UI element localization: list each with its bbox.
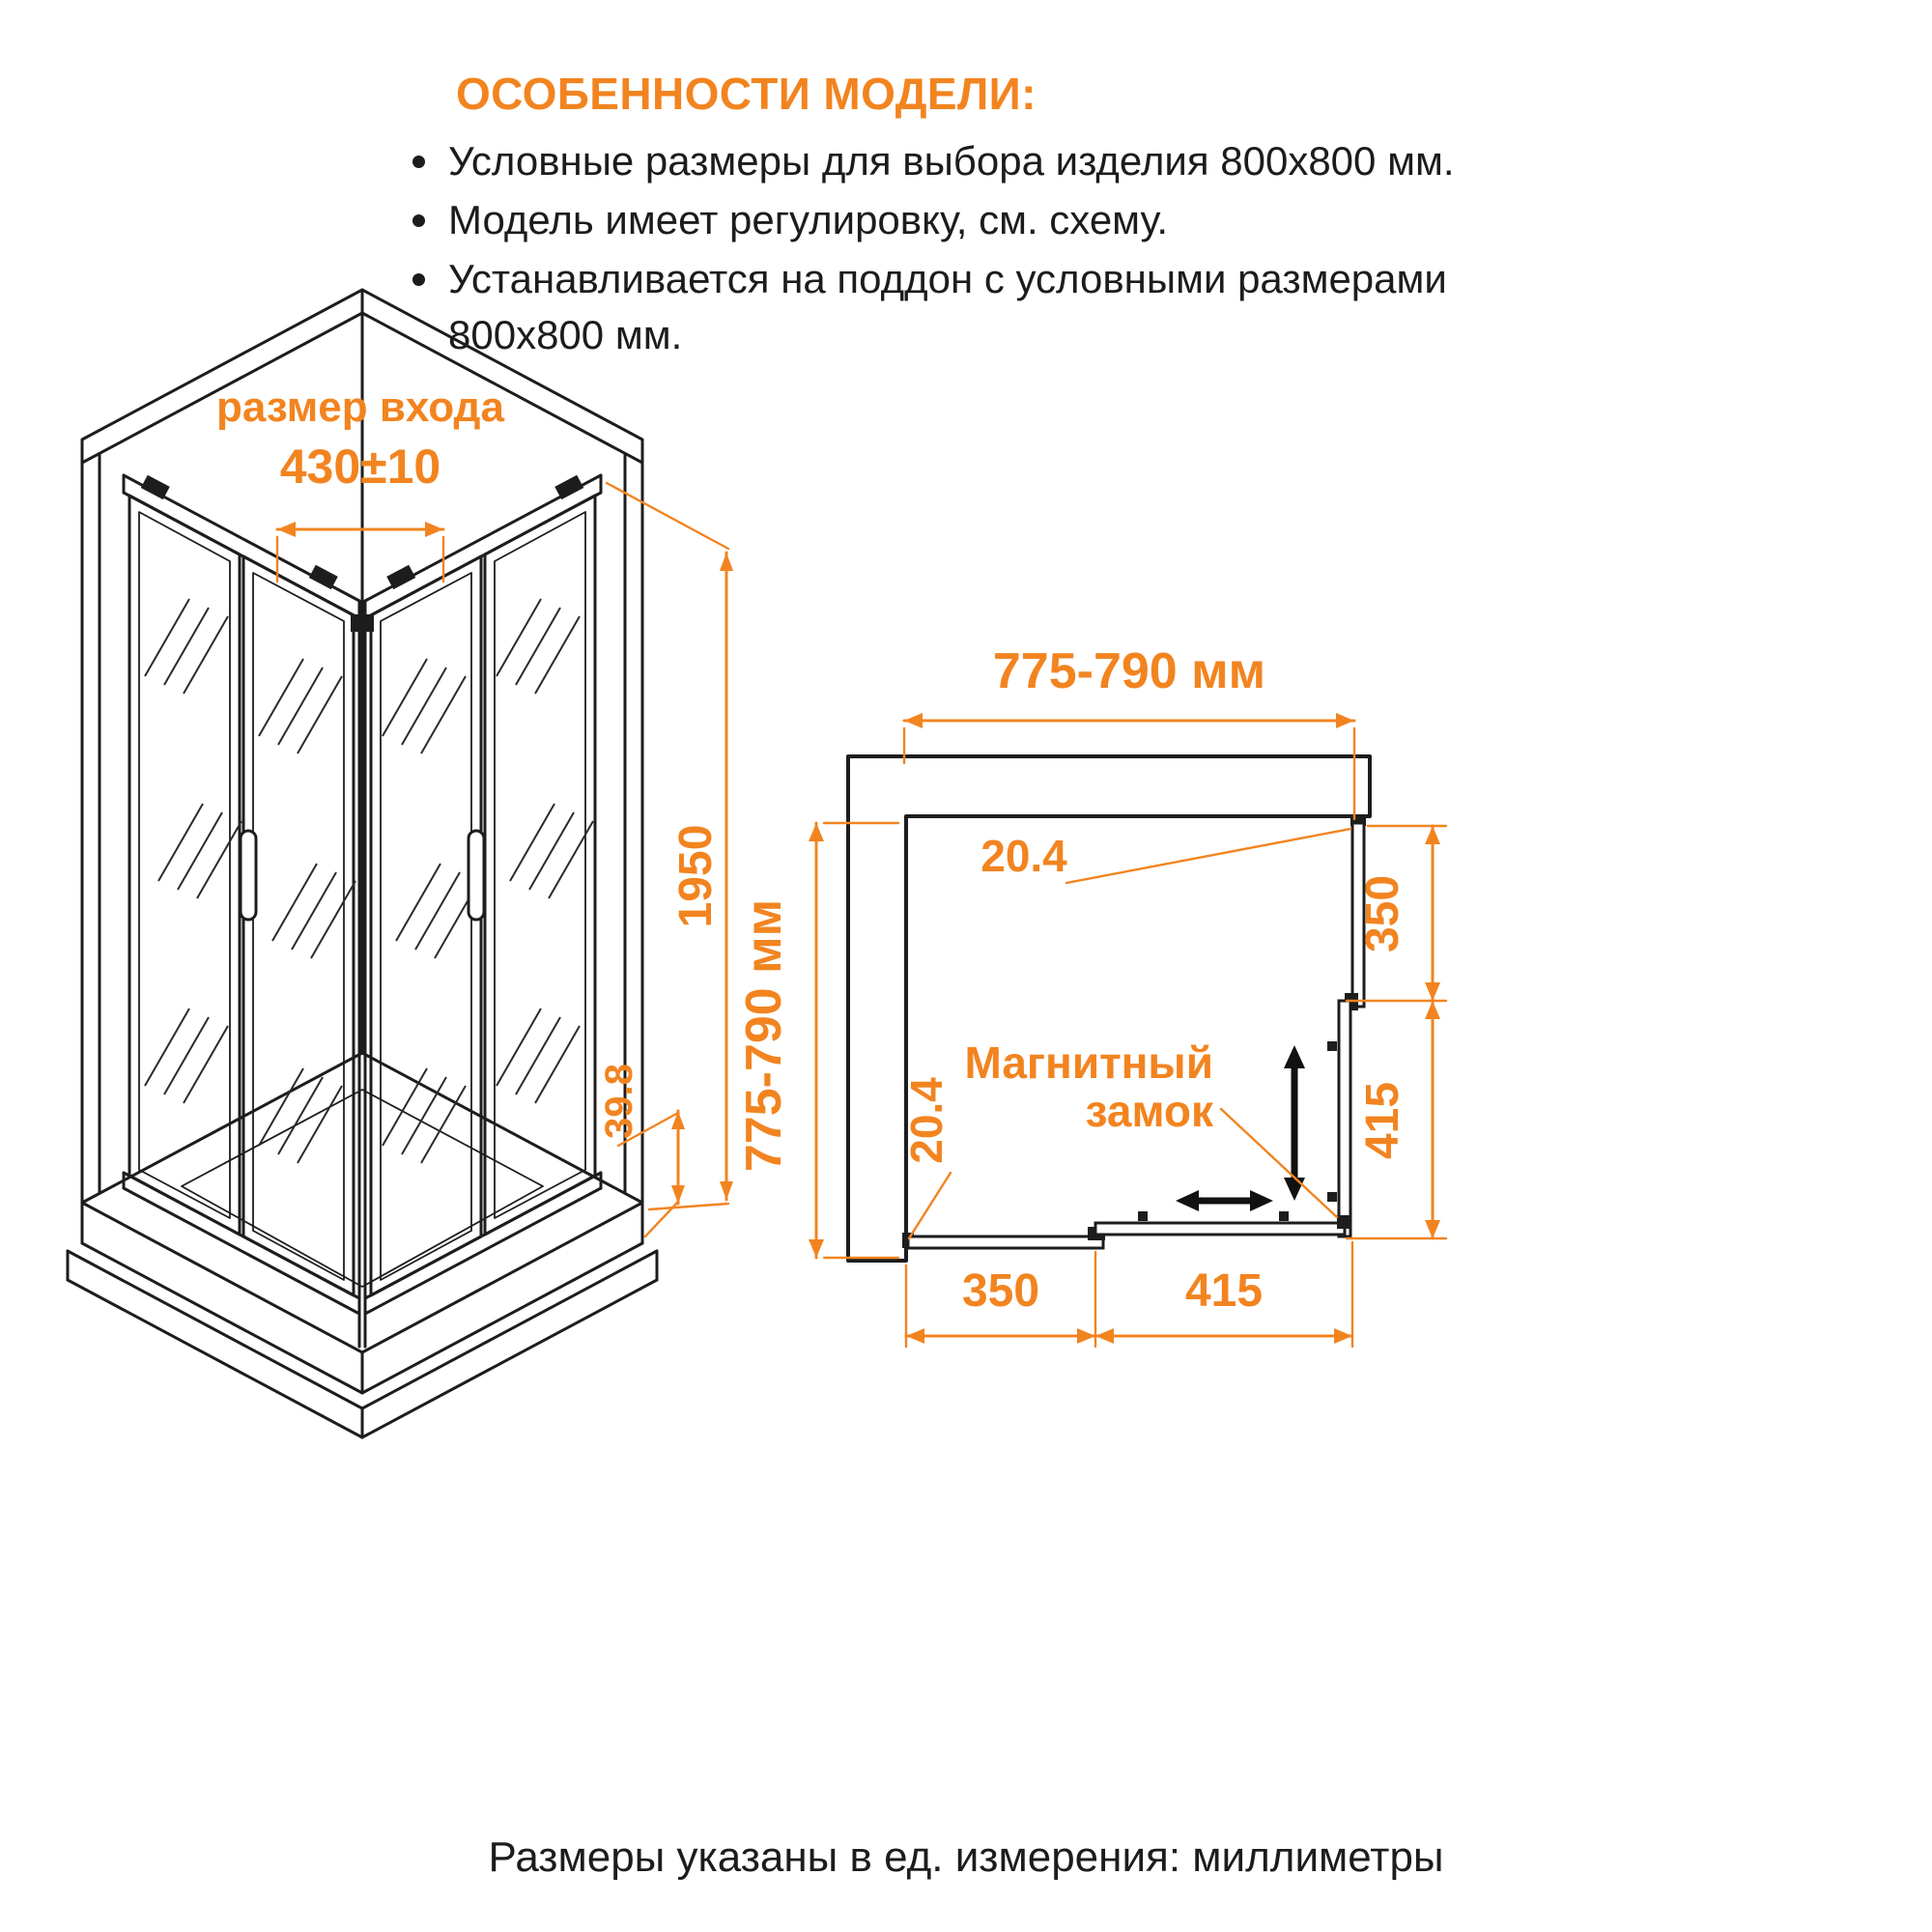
magnetic-lock-label: замок <box>1086 1086 1214 1136</box>
glass-reflection-hatching <box>144 598 594 1164</box>
overall-depth-dimension: 775-790 мм <box>736 899 792 1172</box>
bottom-door-panel-dimension: 415 <box>1185 1265 1263 1317</box>
magnetic-lock-label: Магнитный <box>964 1037 1213 1088</box>
adjustment-top-dimension: 20.4 <box>980 831 1067 881</box>
roller-brackets <box>140 474 584 632</box>
door-handles <box>239 829 486 922</box>
units-note: Размеры указаны в ед. измерения: миллиме… <box>488 1833 1444 1881</box>
feature-text: Условные размеры для выбора изделия 800х… <box>448 138 1455 184</box>
overall-width-dimension: 775-790 мм <box>993 643 1265 699</box>
right-fixed-panel-dimension: 350 <box>1357 875 1408 952</box>
base-height-dimension: 39.8 <box>598 1064 640 1139</box>
glass-panels-plan <box>902 814 1366 1250</box>
features-list: Условные размеры для выбора изделия 800х… <box>404 133 1495 363</box>
feature-item: Устанавливается на поддон с условными ра… <box>404 251 1471 363</box>
feature-item: Условные размеры для выбора изделия 800х… <box>404 133 1471 189</box>
feature-item: Модель имеет регулировку, см. схему. <box>404 192 1471 248</box>
walls-plan <box>846 754 1372 1263</box>
right-door-panel-dimension: 415 <box>1357 1082 1408 1159</box>
features-block: ОСОБЕННОСТИ МОДЕЛИ: Условные размеры для… <box>404 68 1495 366</box>
isometric-view: размер входа 430±10 1950 39.8 <box>66 288 733 1439</box>
plan-dimensions: 775-790 мм 775-790 мм <box>736 643 1448 1349</box>
height-dimension: 1950 <box>670 825 722 928</box>
magnetic-lock <box>1337 1215 1350 1229</box>
corner-post <box>357 599 367 1349</box>
shower-tray <box>66 1089 659 1439</box>
top-view: 775-790 мм 775-790 мм <box>736 643 1448 1349</box>
feature-text: Устанавливается на поддон с условными ра… <box>448 255 1447 357</box>
entry-width-dimension: 430±10 <box>280 440 440 494</box>
adjustment-bottom-dimension: 20.4 <box>901 1077 952 1164</box>
bottom-fixed-panel-dimension: 350 <box>962 1265 1039 1317</box>
entry-size-label: размер входа <box>216 384 504 431</box>
isometric-dimensions: размер входа 430±10 1950 39.8 <box>216 384 733 1238</box>
feature-text: Модель имеет регулировку, см. схему. <box>448 196 1168 242</box>
glass-panels <box>128 494 597 1297</box>
features-title: ОСОБЕННОСТИ МОДЕЛИ: <box>456 69 1037 119</box>
